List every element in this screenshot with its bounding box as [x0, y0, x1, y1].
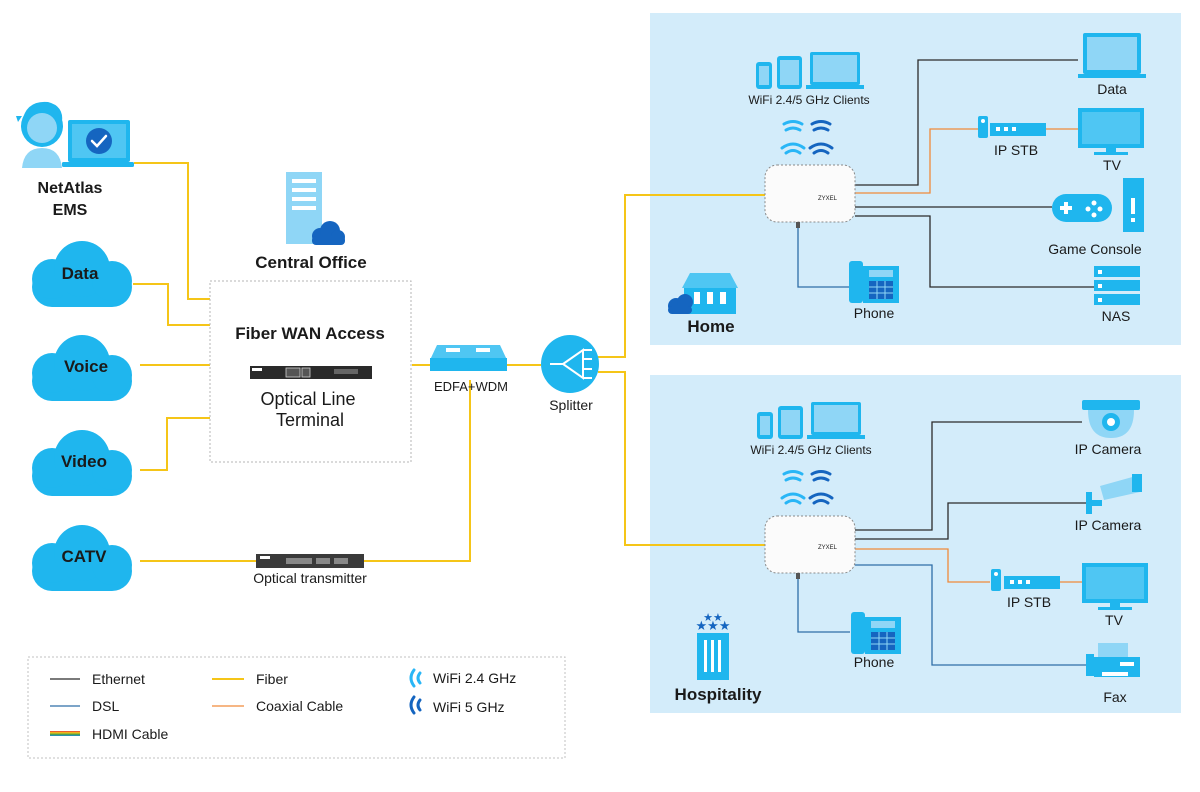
fiber-wan-title: Fiber WAN Access	[235, 324, 385, 343]
home-ip-stb-label: IP STB	[994, 142, 1038, 158]
home-title: Home	[687, 317, 734, 336]
video-cloud: Video	[32, 430, 132, 496]
home-tv-label: TV	[1103, 157, 1122, 173]
optical-transmitter-icon	[256, 554, 364, 568]
ems-label-line1: NetAtlas	[38, 180, 103, 197]
home-data-label: Data	[1097, 81, 1127, 97]
video-cloud-label: Video	[61, 452, 107, 471]
home-game-console-label: Game Console	[1048, 241, 1142, 257]
home-tv-icon	[1078, 108, 1144, 155]
svg-text:★★: ★★	[703, 611, 723, 624]
hospitality-hotel-icon: ★★★ ★★	[696, 611, 731, 680]
legend-fiber: Fiber	[256, 671, 288, 687]
hospitality-phone-label: Phone	[854, 654, 895, 670]
legend-dsl: DSL	[92, 698, 119, 714]
voice-cloud-label: Voice	[64, 357, 108, 376]
home-links	[797, 59, 1094, 288]
central-office-title: Central Office	[255, 253, 366, 272]
catv-cloud-label: CATV	[61, 547, 107, 566]
olt-label-line2: Terminal	[276, 410, 344, 430]
data-cloud: Data	[32, 241, 132, 307]
home-phone-label: Phone	[854, 305, 895, 321]
legend-coax: Coaxial Cable	[256, 698, 343, 714]
bullet-camera-icon	[1086, 474, 1142, 514]
legend-wifi5: WiFi 5 GHz	[433, 699, 505, 715]
fax-label: Fax	[1103, 689, 1126, 705]
home-game-console-icon	[1052, 178, 1144, 232]
hospitality-wifi-clients-icon	[757, 402, 865, 439]
dome-camera-icon	[1082, 400, 1140, 438]
home-ont-router-icon: ZYXEL	[764, 164, 856, 228]
hospitality-links	[797, 421, 1086, 666]
home-phone-icon	[849, 261, 899, 303]
svg-text:★★★: ★★★	[696, 619, 731, 634]
ip-camera-2-label: IP Camera	[1075, 517, 1142, 533]
home-nas-icon	[1094, 266, 1140, 305]
fax-icon	[1086, 643, 1140, 677]
voice-cloud: Voice	[32, 335, 132, 401]
home-nas-label: NAS	[1102, 308, 1131, 324]
splitter-label: Splitter	[549, 397, 593, 413]
hospitality-wifi-signal-icon	[780, 470, 834, 505]
olt-device-icon	[250, 366, 372, 379]
hospitality-ont-router-icon: ZYXEL	[764, 515, 856, 579]
legend-ethernet: Ethernet	[92, 671, 145, 687]
hospitality-ip-stb-label: IP STB	[1007, 594, 1051, 610]
legend-wifi24: WiFi 2.4 GHz	[433, 670, 516, 686]
edfa-label: EDFA+WDM	[434, 379, 508, 394]
edfa-device-icon	[430, 345, 507, 371]
svg-text:ZYXEL: ZYXEL	[818, 196, 838, 202]
fiber-lines	[133, 162, 765, 562]
hospitality-title: Hospitality	[675, 685, 762, 704]
ems-label-line2: EMS	[53, 202, 88, 219]
legend: Ethernet Fiber WiFi 2.4 GHz DSL Coaxial …	[50, 668, 516, 742]
home-icon	[668, 273, 738, 314]
splitter-icon	[541, 335, 599, 393]
home-wifi-signal-icon	[780, 120, 834, 155]
data-cloud-label: Data	[62, 264, 99, 283]
hospitality-wifi-clients-label: WiFi 2.4/5 GHz Clients	[750, 443, 871, 457]
home-ip-stb-icon	[978, 116, 1046, 138]
hospitality-ip-stb-icon	[991, 569, 1060, 591]
home-wifi-clients-icon	[756, 52, 864, 89]
hospitality-phone-icon	[851, 612, 901, 654]
hospitality-tv-icon	[1082, 563, 1148, 610]
legend-hdmi: HDMI Cable	[92, 726, 168, 742]
ip-camera-1-label: IP Camera	[1075, 441, 1142, 457]
ems-person-icon	[16, 101, 63, 168]
olt-label-line1: Optical Line	[260, 389, 355, 409]
legend-box	[27, 656, 566, 759]
ems-laptop-icon	[62, 120, 134, 167]
catv-cloud: CATV	[32, 525, 132, 591]
hospitality-tv-label: TV	[1105, 612, 1124, 628]
svg-text:ZYXEL: ZYXEL	[818, 545, 838, 551]
home-data-laptop-icon	[1078, 33, 1146, 78]
home-wifi-clients-label: WiFi 2.4/5 GHz Clients	[748, 93, 869, 107]
server-icon	[286, 172, 345, 245]
optical-transmitter-label: Optical transmitter	[253, 570, 367, 586]
